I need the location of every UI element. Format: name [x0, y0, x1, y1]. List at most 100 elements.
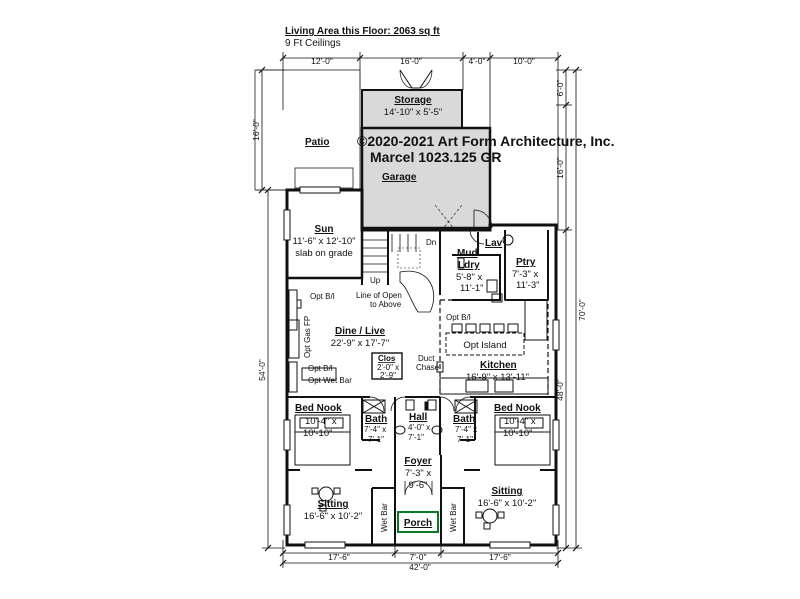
opt-island-label: Opt Island: [463, 340, 506, 351]
dim-bottom-total: 42'-0": [409, 562, 431, 572]
opt-bi-label-2: Opt B/I: [308, 364, 333, 373]
kitchen-dashed-line: [439, 299, 549, 395]
sitting-left-size: 16'-6" x 10'-2": [304, 511, 362, 522]
garage-room: [360, 126, 492, 230]
foyer-size-b: 9'-6": [409, 480, 428, 491]
closet-box: [371, 352, 403, 380]
storage-label: Storage: [394, 95, 432, 106]
laundry-fixtures: [457, 234, 514, 303]
dim-top-2: 16'-0": [400, 56, 422, 66]
ptry-size-b: 11'-3": [516, 280, 540, 291]
ldry-label: Ldry: [458, 260, 480, 271]
bed-furniture: [294, 414, 551, 466]
storage-room: [361, 89, 463, 129]
open-to-above-outline: [399, 270, 435, 313]
dim-right-total: 70'-0": [577, 299, 587, 321]
bed-nook-right-size-a: 10'-4" x: [504, 416, 536, 427]
living-builtins: [288, 289, 337, 393]
line-of-open-1: Line of Open: [356, 291, 402, 300]
bed-nook-left-label: Bed Nook: [295, 403, 342, 414]
patio-label: Patio: [305, 137, 329, 148]
storage-double-door: [399, 69, 433, 89]
bath-left-size-a: 7'-4" x: [364, 425, 386, 434]
bath-right-size-b: 7'-1": [457, 435, 473, 444]
dimension-ticks: [258, 54, 580, 567]
hall-label: Hall: [409, 412, 428, 423]
up-label: Up: [370, 276, 381, 285]
bed-nook-right-label: Bed Nook: [494, 403, 541, 414]
opt-bi-label-1: Opt B/I: [310, 292, 335, 301]
bed-nook-right-size-b: 10'-10": [503, 428, 532, 439]
foyer-label: Foyer: [404, 456, 431, 467]
bath-right-label: Bath: [453, 414, 475, 425]
patio-outline: [254, 69, 361, 191]
kitchen-counter: [439, 299, 549, 395]
dim-bottom-2: 7'-0": [410, 552, 427, 562]
storage-size: 14'-10" x 5'-5": [384, 107, 442, 118]
lav-label: Lav: [485, 238, 503, 249]
kitchen-label: Kitchen: [480, 360, 517, 371]
mud-size-a: 5'-8" x: [456, 272, 483, 283]
clos-size-b: 2'-9": [380, 371, 396, 380]
living-area-heading: Living Area this Floor: 2063 sq ft: [285, 26, 440, 37]
dim-top-1: 12'-0": [311, 56, 333, 66]
hall-size-a: 4'-0" x: [408, 423, 430, 432]
dim-bottom-1: 17'-6": [328, 552, 350, 562]
sitting-left-label: Sitting: [317, 499, 348, 510]
wet-bar-right-label: Wet Bar: [449, 503, 458, 532]
foyer-doors: [369, 229, 485, 496]
bed-nook-left-size-a: 10'-4" x: [305, 416, 337, 427]
porch-label: Porch: [404, 518, 432, 529]
kitchen-size: 16'-9" x 13'-11": [466, 372, 529, 383]
duct-label-2: Chase: [416, 363, 440, 372]
interior-walls: [287, 230, 556, 545]
dim-right-c: 48'-0": [555, 379, 565, 401]
dim-left-lower: 54'-0": [257, 359, 267, 381]
opt-gas-fp-label: Opt Gas FP: [303, 316, 312, 358]
ptry-label: Ptry: [516, 257, 536, 268]
dim-right-b: 16'-0": [555, 157, 565, 179]
clos-size-a: 2'-0" x: [377, 363, 399, 372]
dim-left-upper: 16'-0": [251, 119, 261, 141]
duct-chase: [436, 361, 444, 373]
dine-live-size: 22'-9" x 17'-7": [331, 338, 389, 349]
sitting-right-label: Sitting: [491, 486, 522, 497]
bath-right-size-a: 7'-4" x: [455, 425, 477, 434]
opt-wet-bar-label: Opt Wet Bar: [308, 376, 352, 385]
dim-right-a: 6'-0": [555, 80, 565, 97]
sun-label: Sun: [315, 224, 334, 235]
sitting-right-size: 16'-6" x 10'-2": [478, 498, 536, 509]
foyer-size-a: 7'-3" x: [405, 468, 432, 479]
windows: [283, 186, 560, 549]
garage-label: Garage: [382, 172, 417, 183]
wet-bar-left-label: Wet Bar: [380, 503, 389, 532]
sitting-tables: [311, 486, 505, 530]
garage-door-swing: [434, 204, 463, 231]
line-of-open-2: to Above: [370, 300, 402, 309]
dim-top-4: 10'-0": [513, 56, 535, 66]
sun-size: 11'-6" x 12'-10": [292, 236, 355, 247]
stair-treads: [362, 234, 417, 273]
bath-left-size-b: 7'-1": [368, 435, 384, 444]
clos-label: Clos: [378, 354, 396, 363]
dim-top-3: 4'-0": [469, 56, 486, 66]
hall-size-b: 7'-1": [408, 433, 424, 442]
copyright-watermark: ©2020-2021 Art Form Architecture, Inc.: [357, 133, 614, 149]
bed-nook-left-size-b: 10'-10": [303, 428, 332, 439]
sun-note: slab on grade: [295, 248, 353, 259]
patio-step: [294, 167, 354, 189]
mud-label: Mud: [457, 248, 478, 259]
ptry-size-a: 7'-3" x: [512, 269, 539, 280]
dn-label: Dn: [426, 238, 436, 247]
ceiling-height-note: 9 Ft Ceilings: [285, 38, 341, 49]
duct-label-1: Duct: [418, 354, 435, 363]
opt-bi-label-3: Opt B/I: [446, 313, 471, 322]
dine-live-label: Dine / Live: [335, 326, 385, 337]
mud-size-b: 11'-1": [460, 283, 484, 294]
dim-bottom-3: 17'-6": [489, 552, 511, 562]
island-stools: [451, 323, 519, 333]
kitchen-island: [445, 332, 525, 356]
plan-name-watermark: Marcel 1023.125 GR: [370, 149, 502, 165]
bath-left-label: Bath: [365, 414, 387, 425]
